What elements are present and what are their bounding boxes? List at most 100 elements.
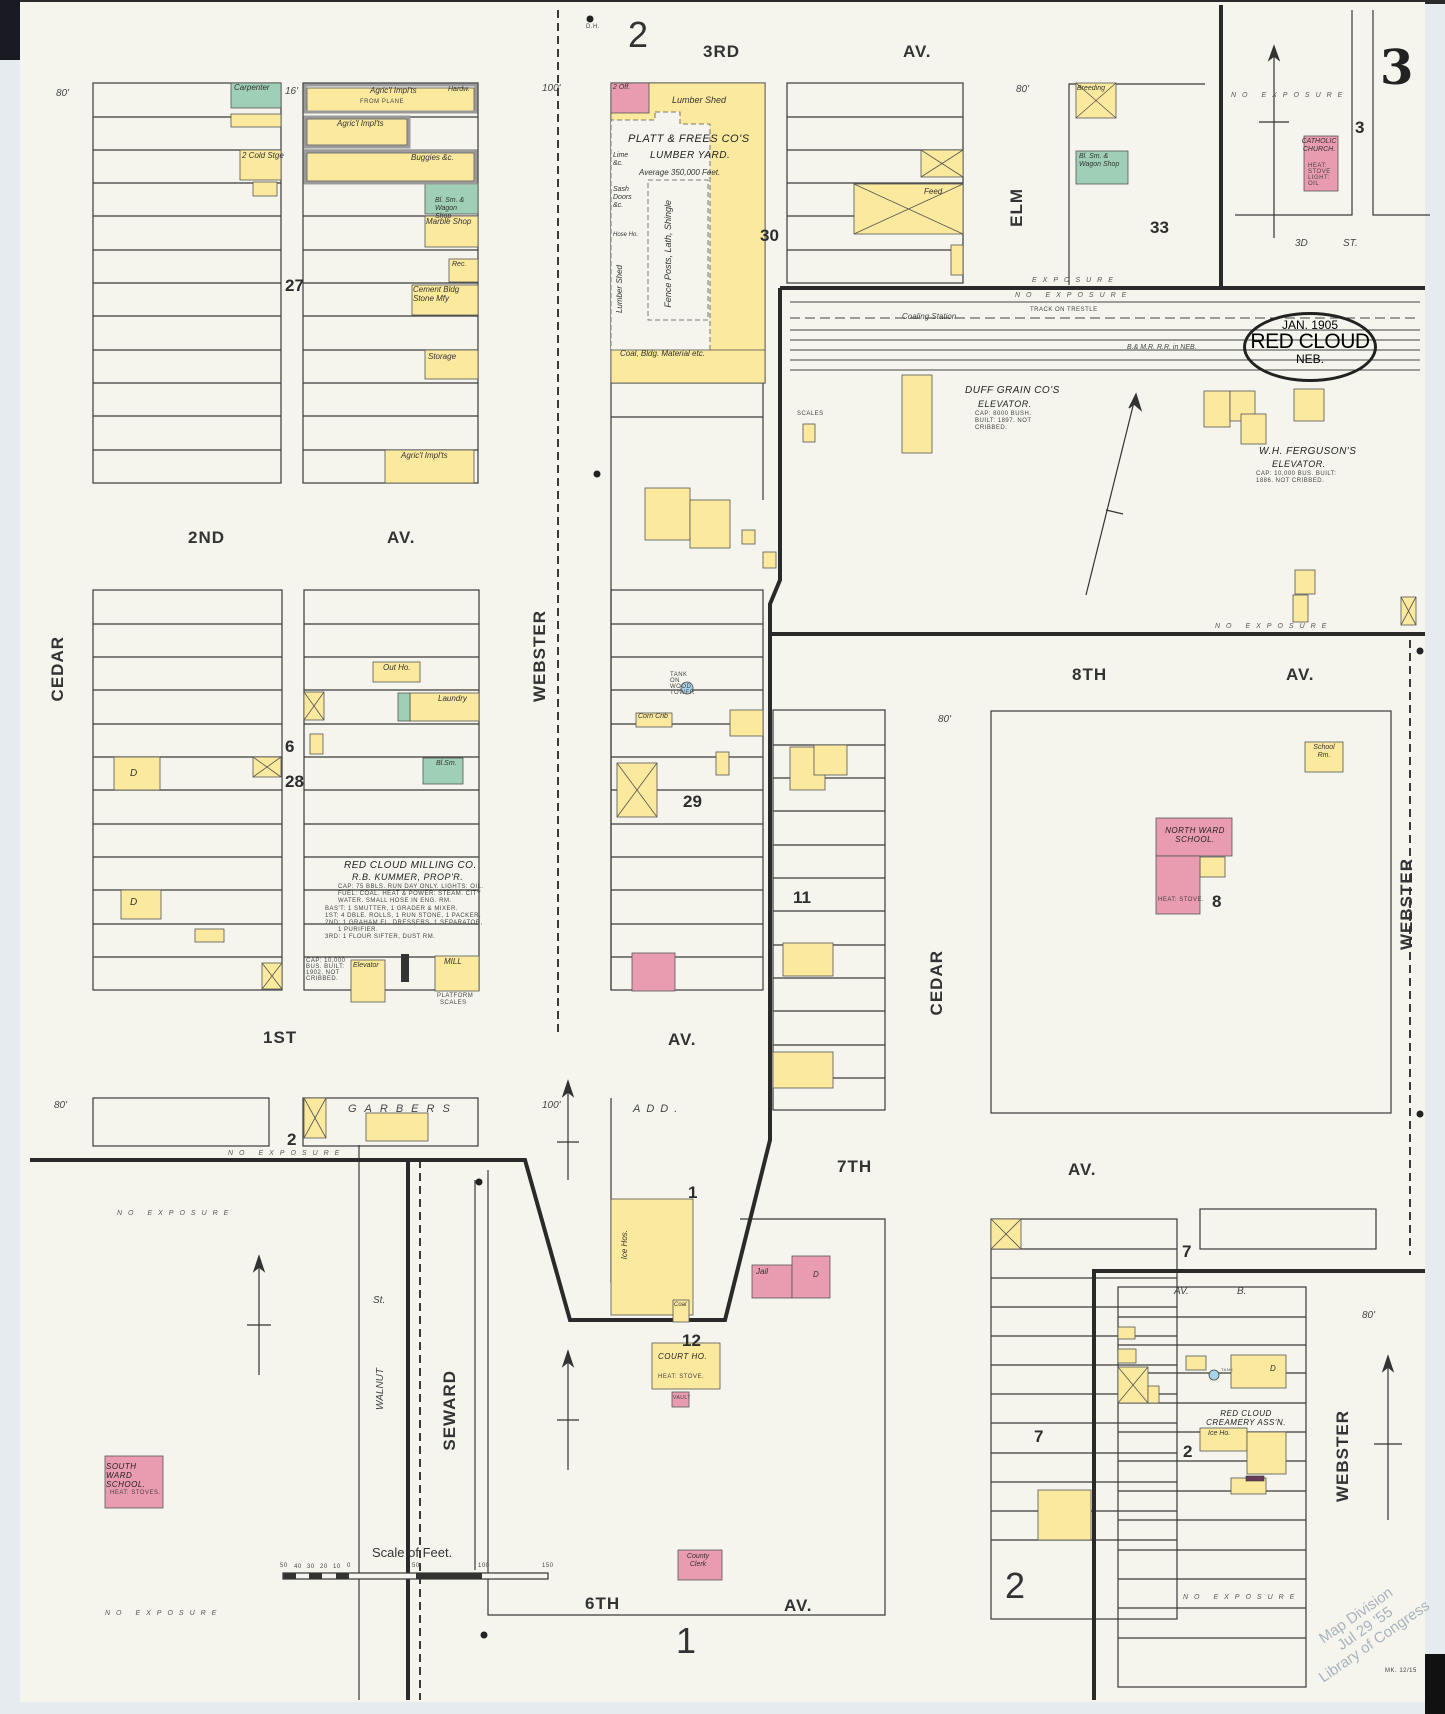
- bldg-hose-house[interactable]: Hose Ho.: [613, 232, 639, 238]
- block-27: 27: [285, 276, 304, 295]
- tank-tower: TANK ON WOOD TOWER: [670, 672, 695, 696]
- county-clerk[interactable]: County Clerk: [686, 1553, 710, 1568]
- block-7-east: 7: [1182, 1242, 1192, 1261]
- scan-left-edge: [0, 0, 20, 60]
- mill-scales-label: SCALES: [440, 1000, 467, 1006]
- lumber-avg-feet: Average 350,000 Feet.: [639, 168, 721, 177]
- street-av-b: AV.: [1174, 1286, 1189, 1297]
- bldg-jail[interactable]: Jail: [756, 1267, 769, 1276]
- vault-label: VAULT: [673, 1395, 691, 1401]
- school-room[interactable]: School Rm.: [1313, 744, 1335, 759]
- map-date: JAN. 1905: [1281, 318, 1339, 332]
- bldg-ice-houses[interactable]: Ice Hos.: [620, 1230, 629, 1260]
- width-80-elm: 80': [1016, 84, 1030, 95]
- bldg-jail-dwelling[interactable]: D: [813, 1270, 819, 1279]
- block-7-west: 7: [1034, 1427, 1044, 1446]
- street-cedar-east: CEDAR: [927, 950, 946, 1016]
- church-note: HEAT: STOVE LIGHT: OIL: [1308, 163, 1331, 187]
- bldg-coal[interactable]: Coal: [674, 1302, 687, 1308]
- ferguson-note: CAP: 10,000 BUS. BUILT: 1886. NOT CRIBBE…: [1256, 471, 1337, 484]
- scan-corner: [1425, 1654, 1445, 1714]
- bldg-rec[interactable]: Rec.: [452, 261, 467, 268]
- bldg-dwelling-2[interactable]: D: [130, 897, 138, 908]
- bldg-storage[interactable]: Storage: [428, 352, 457, 361]
- block-33: 33: [1150, 218, 1169, 237]
- bldg-carpenter[interactable]: Carpenter: [234, 83, 270, 92]
- milling-co-label[interactable]: RED CLOUD MILLING CO.: [344, 860, 477, 871]
- scale-tick-50-left: 50: [280, 1563, 288, 1569]
- map-town: RED CLOUD: [1250, 330, 1370, 353]
- court-house[interactable]: COURT HO.: [658, 1352, 708, 1361]
- bldg-mill[interactable]: MILL: [444, 957, 462, 966]
- catholic-church[interactable]: CATHOLIC CHURCH.: [1301, 138, 1337, 153]
- street-webster-mid: WEBSTER: [530, 610, 549, 702]
- street-elm: ELM: [1007, 188, 1026, 227]
- block-12: 12: [682, 1331, 701, 1350]
- add-label: ADD.: [633, 1103, 684, 1115]
- map-state: NEB.: [1295, 352, 1324, 366]
- bldg-blacksmith[interactable]: Bl.Sm.: [436, 760, 457, 767]
- street-webster-east: WEBSTER: [1397, 858, 1416, 950]
- block-29: 29: [683, 792, 702, 811]
- bldg-blacksmith-wagon-2[interactable]: Bl. Sm. & Wagon Shop: [1079, 153, 1120, 168]
- adjoining-sheet-2[interactable]: 2: [628, 14, 649, 55]
- bldg-coal-material[interactable]: Coal, Bldg. Material etc.: [620, 349, 705, 358]
- street-2nd-av-suffix: AV.: [387, 528, 416, 547]
- duff-note: CAP: 8000 BUSH. BUILT: 1897. NOT CRIBBED…: [975, 411, 1032, 431]
- milling-note-1: CAP: 75 BBLS. RUN DAY ONLY. LIGHTS: OIL.: [338, 884, 484, 890]
- bldg-out-house[interactable]: Out Ho.: [383, 663, 411, 672]
- scale-bar: [282, 1572, 549, 1580]
- adjoining-sheet-1[interactable]: 1: [676, 1620, 697, 1661]
- bldg-elevator[interactable]: Elevator: [353, 962, 379, 969]
- bldg-agric-impts-2[interactable]: Agric'l Impl'ts: [337, 119, 384, 128]
- north-ward-school[interactable]: NORTH WARD SCHOOL.: [1165, 826, 1225, 844]
- bldg-feed[interactable]: Feed: [924, 187, 943, 196]
- no-exposure-church: NO EXPOSURE: [1231, 92, 1349, 99]
- platt-frees-label[interactable]: PLATT & FREES CO'S: [628, 133, 750, 145]
- milling-note-4: BAS'T: 1 SMUTTER, 1 GRADER & MIXER.: [325, 906, 458, 912]
- north-ward-heat: HEAT: STOVE.: [1158, 897, 1205, 903]
- street-walnut-st: St.: [373, 1295, 386, 1306]
- bldg-blacksmith-wagon[interactable]: Bl. Sm. & Wagon Shop: [435, 197, 465, 220]
- street-cedar-west: CEDAR: [48, 636, 67, 702]
- bldg-agric-impts-1[interactable]: Agric'l Impl'ts: [370, 86, 417, 95]
- bldg-laundry[interactable]: Laundry: [438, 694, 467, 703]
- ferguson-label[interactable]: W.H. FERGUSON'S: [1259, 446, 1357, 457]
- block-30: 30: [760, 226, 779, 245]
- bldg-lime[interactable]: Lime &c.: [613, 152, 629, 167]
- bldg-hardware[interactable]: Hardw.: [448, 86, 470, 93]
- bldg-dwelling-1[interactable]: D: [130, 768, 138, 779]
- bldg-creamery-dwelling[interactable]: D: [1270, 1364, 1276, 1373]
- bldg-lumber-shed-2[interactable]: Lumber Shed: [615, 265, 624, 314]
- bldg-cold-storage[interactable]: 2 Cold Stge: [242, 151, 284, 160]
- bldg-lumber-shed[interactable]: Lumber Shed: [672, 95, 727, 105]
- bldg-ice-house[interactable]: Ice Ho.: [1208, 1430, 1231, 1437]
- width-80-webster-se: 80': [1362, 1310, 1376, 1321]
- bldg-corn-crib[interactable]: Corn Crib: [638, 713, 668, 720]
- coaling-station: Coaling Station: [902, 312, 957, 321]
- scale-tick-20: 20: [320, 1564, 328, 1570]
- scale-tick-10: 10: [333, 1564, 341, 1570]
- bldg-sash-doors[interactable]: Sash Doors &c.: [613, 186, 632, 209]
- bldg-buggies[interactable]: Buggies &c.: [411, 153, 454, 162]
- block-28: 28: [285, 772, 304, 791]
- garbers-addition-label: GARBERS: [348, 1103, 458, 1115]
- block-8: 8: [1212, 892, 1222, 911]
- lumber-yard-label: LUMBER YARD.: [650, 150, 731, 161]
- bldg-cement-stone[interactable]: Cement Bldg Stone Mfy: [413, 285, 460, 303]
- street-av-b-letter: B.: [1237, 1286, 1247, 1297]
- adjoining-sheet-2-south[interactable]: 2: [1005, 1565, 1026, 1606]
- width-16-alley: 16': [285, 86, 299, 97]
- street-3rd-av: 3RD: [703, 42, 741, 61]
- bldg-office[interactable]: 2 Off.: [613, 84, 631, 91]
- red-cloud-creamery[interactable]: RED CLOUD CREAMERY ASS'N.: [1206, 1409, 1286, 1427]
- bldg-marble-shop[interactable]: Marble Shop: [426, 217, 472, 226]
- block-3: 3: [1355, 118, 1365, 137]
- south-ward-school[interactable]: SOUTH WARD SCHOOL.: [106, 1462, 146, 1489]
- duff-grain-label[interactable]: DUFF GRAIN CO'S: [965, 385, 1060, 396]
- bldg-breeding[interactable]: Breeding: [1077, 85, 1106, 92]
- block-11: 11: [793, 888, 811, 907]
- milling-note-8: 3RD: 1 FLOUR SIFTER, DUST RM.: [325, 934, 436, 940]
- bldg-agric-impts-3[interactable]: Agric'l Impl'ts: [401, 451, 448, 460]
